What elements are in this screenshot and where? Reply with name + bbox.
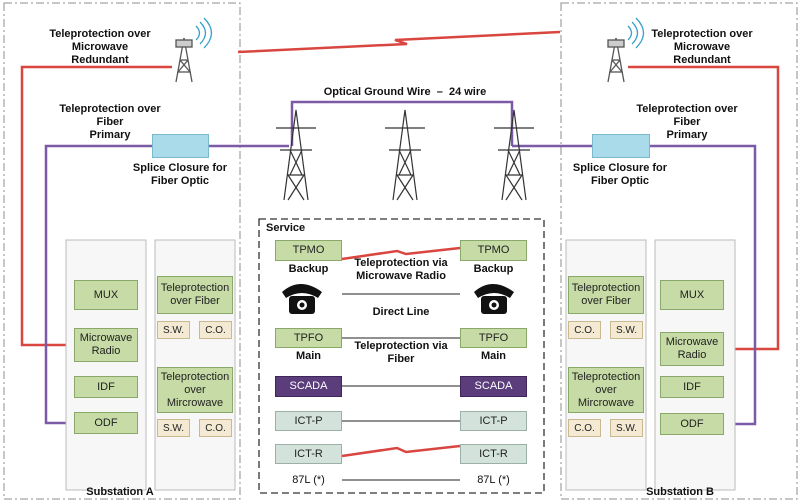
tpfo-box-b: TPFO bbox=[460, 328, 527, 348]
station-a-co-1: C.O. bbox=[199, 321, 232, 339]
backup-label-b: Backup bbox=[473, 263, 514, 275]
microwave-tower-a-icon bbox=[175, 17, 213, 83]
station-b-mux: MUX bbox=[660, 280, 724, 310]
station-a-sw-2: S.W. bbox=[157, 419, 190, 437]
substation-a-label: Substation A bbox=[86, 486, 154, 498]
ictr-box-a: ICT-R bbox=[275, 444, 342, 464]
station-b-microwave-radio: Microwave Radio bbox=[660, 332, 724, 366]
tpmo-box-b: TPMO bbox=[460, 240, 527, 261]
tpmo-box-a: TPMO bbox=[275, 240, 342, 261]
station-a-co-2: C.O. bbox=[199, 419, 232, 437]
station-b-co-2: C.O. bbox=[568, 419, 601, 437]
station-a-sw-1: S.W. bbox=[157, 321, 190, 339]
station-b-sw-1: S.W. bbox=[610, 321, 643, 339]
microwave-tower-b-icon bbox=[607, 17, 645, 83]
substation-b-outline bbox=[560, 2, 798, 500]
station-b-idf: IDF bbox=[660, 376, 724, 398]
left-fiber-title: Teleprotection over Fiber Primary bbox=[59, 103, 161, 141]
station-a-tp-fiber: Teleprotection over Fiber bbox=[157, 276, 233, 314]
transmission-tower-left-icon bbox=[276, 109, 316, 201]
splice-closure-a bbox=[152, 134, 209, 158]
main-label-a: Main bbox=[295, 350, 322, 362]
service-title: Service bbox=[266, 222, 306, 234]
station-b-odf: ODF bbox=[660, 413, 724, 435]
station-a-microwave-radio: Microwave Radio bbox=[74, 328, 138, 362]
telephone-a-icon bbox=[282, 284, 322, 314]
tpmo-link bbox=[341, 246, 461, 261]
station-a-mux: MUX bbox=[74, 280, 138, 310]
station-a-tp-microwave: Teleprotection over Mircrowave bbox=[157, 367, 233, 413]
station-a-idf: IDF bbox=[74, 376, 138, 398]
rack-a-left bbox=[65, 239, 147, 491]
ictp-box-a: ICT-P bbox=[275, 411, 342, 431]
telephone-b-icon bbox=[474, 284, 514, 314]
main-label-b: Main bbox=[480, 350, 507, 362]
scada-box-b: SCADA bbox=[460, 376, 527, 397]
transmission-tower-middle-icon bbox=[385, 109, 425, 201]
backup-label-a: Backup bbox=[288, 263, 329, 275]
transmission-tower-right-icon bbox=[494, 109, 534, 201]
right-splice-label: Splice Closure for Fiber Optic bbox=[572, 162, 668, 187]
station-b-tp-fiber: Teleprotection over Fiber bbox=[568, 276, 644, 314]
station-b-sw-2: S.W. bbox=[610, 419, 643, 437]
direct-line-label: Direct Line bbox=[372, 306, 430, 318]
87l-label-a: 87L (*) bbox=[292, 474, 325, 486]
left-splice-label: Splice Closure for Fiber Optic bbox=[132, 162, 228, 187]
right-fiber-title: Teleprotection over Fiber Primary bbox=[636, 103, 738, 141]
right-microwave-title: Teleprotection over Microwave Redundant bbox=[651, 28, 753, 66]
fiber-link-b bbox=[650, 144, 757, 426]
tp-microwave-label: Teleprotection via Microwave Radio bbox=[354, 257, 448, 282]
opgw-label: Optical Ground Wire – 24 wire bbox=[323, 86, 487, 98]
service-box-outline bbox=[258, 218, 545, 494]
scada-box-a: SCADA bbox=[275, 376, 342, 397]
station-b-tp-microwave: Teleprotection over Mircrowave bbox=[568, 367, 644, 413]
87l-label-b: 87L (*) bbox=[477, 474, 510, 486]
ictr-box-b: ICT-R bbox=[460, 444, 527, 464]
splice-closure-b bbox=[592, 134, 650, 158]
tp-fiber-label: Teleprotection via Fiber bbox=[354, 340, 448, 365]
tpfo-box-a: TPFO bbox=[275, 328, 342, 348]
station-b-co-1: C.O. bbox=[568, 321, 601, 339]
microwave-link-b bbox=[628, 65, 780, 351]
microwave-path bbox=[237, 30, 561, 54]
left-microwave-title: Teleprotection over Microwave Redundant bbox=[49, 28, 151, 66]
substation-a-outline bbox=[3, 2, 241, 500]
opgw-line bbox=[290, 100, 514, 146]
substation-b-label: Substation B bbox=[646, 486, 714, 498]
ictp-box-b: ICT-P bbox=[460, 411, 527, 431]
ictr-link bbox=[341, 444, 461, 458]
station-a-odf: ODF bbox=[74, 412, 138, 434]
